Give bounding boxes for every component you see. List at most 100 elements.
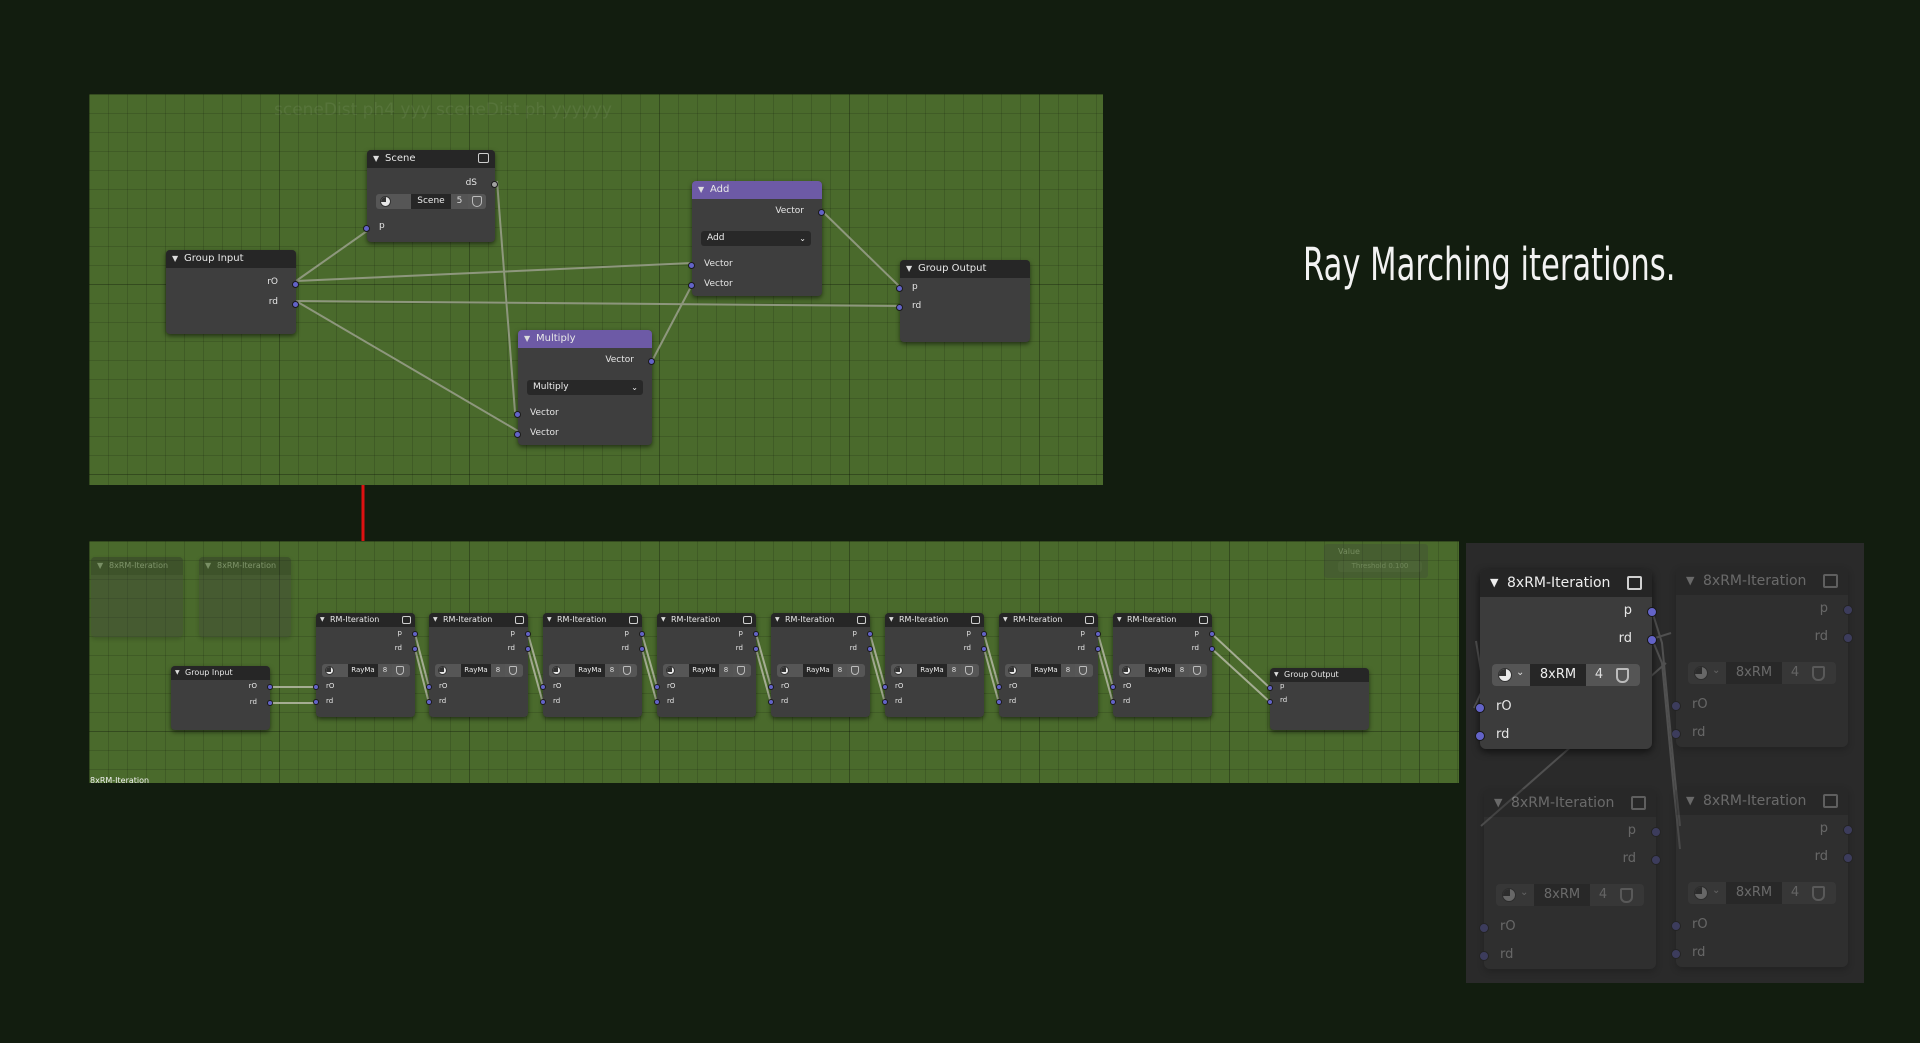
bottom-node-editor[interactable]: ▼8xRM-Iteration ▼8xRM-Iteration Value Th…	[89, 541, 1459, 783]
chain-group-input[interactable]: ▼Group Input rO rd	[171, 666, 273, 730]
output-socket[interactable]	[491, 181, 498, 188]
fake-user-icon[interactable]	[472, 196, 482, 207]
collapse-icon[interactable]: ▼	[1686, 794, 1695, 807]
datablock-name[interactable]: RayMa	[575, 664, 605, 677]
datablock-name[interactable]: RayMa	[1031, 664, 1061, 677]
input-socket[interactable]	[1671, 921, 1681, 931]
output-socket[interactable]	[639, 631, 645, 637]
datablock-name[interactable]: Scene	[411, 194, 451, 209]
input-socket[interactable]	[514, 411, 521, 418]
output-socket[interactable]	[753, 631, 759, 637]
input-socket[interactable]	[1671, 949, 1681, 959]
output-socket[interactable]	[1095, 646, 1101, 652]
output-socket[interactable]	[1209, 646, 1215, 652]
top-node-editor[interactable]: sceneDist ph4 yyy sceneDist ph yyyyyy ▼S…	[89, 94, 1103, 485]
output-socket[interactable]	[267, 700, 273, 706]
output-socket[interactable]	[1647, 635, 1657, 645]
fake-user-icon[interactable]	[1616, 668, 1629, 683]
collapse-icon[interactable]: ▼	[172, 254, 179, 263]
output-socket[interactable]	[1651, 855, 1661, 865]
output-socket[interactable]	[1843, 605, 1853, 615]
collapse-icon[interactable]: ▼	[1003, 616, 1008, 623]
input-socket[interactable]	[996, 699, 1002, 705]
fake-user-icon[interactable]	[1079, 666, 1087, 675]
output-socket[interactable]	[753, 646, 759, 652]
operation-dropdown[interactable]: Add⌄	[701, 231, 811, 246]
datablock-name[interactable]: RayMa	[803, 664, 833, 677]
datablock-selector[interactable]: Scene 5	[376, 194, 486, 209]
output-socket[interactable]	[867, 631, 873, 637]
fake-user-icon[interactable]	[965, 666, 973, 675]
input-socket[interactable]	[1110, 699, 1116, 705]
fake-user-icon[interactable]	[851, 666, 859, 675]
datablock-name[interactable]: 8xRM	[1726, 662, 1782, 684]
input-socket[interactable]	[1475, 703, 1485, 713]
input-socket[interactable]	[882, 699, 888, 705]
input-socket[interactable]	[1267, 685, 1273, 691]
input-socket[interactable]	[768, 684, 774, 690]
output-socket[interactable]	[525, 631, 531, 637]
input-socket[interactable]	[1267, 699, 1273, 705]
input-socket[interactable]	[688, 282, 695, 289]
output-socket[interactable]	[1647, 607, 1657, 617]
collapse-icon[interactable]: ▼	[698, 185, 705, 194]
datablock-name[interactable]: RayMa	[689, 664, 719, 677]
fake-user-icon[interactable]	[1193, 666, 1201, 675]
input-socket[interactable]	[1479, 951, 1489, 961]
datablock-name[interactable]: RayMa	[917, 664, 947, 677]
collapse-icon[interactable]: ▼	[1117, 616, 1122, 623]
collapse-icon[interactable]: ▼	[320, 616, 325, 623]
scene-node[interactable]: ▼Scene dS Scene 5 p	[363, 150, 498, 242]
collapse-icon[interactable]: ▼	[1494, 796, 1503, 809]
output-socket[interactable]	[648, 358, 655, 365]
input-socket[interactable]	[654, 684, 660, 690]
input-socket[interactable]	[1110, 684, 1116, 690]
input-socket[interactable]	[768, 699, 774, 705]
input-socket[interactable]	[426, 699, 432, 705]
collapse-icon[interactable]: ▼	[373, 154, 380, 163]
output-socket[interactable]	[412, 646, 418, 652]
output-socket[interactable]	[639, 646, 645, 652]
output-socket[interactable]	[981, 646, 987, 652]
collapse-icon[interactable]: ▼	[524, 334, 531, 343]
datablock-name[interactable]: RayMa	[1145, 664, 1175, 677]
input-socket[interactable]	[1475, 731, 1485, 741]
input-socket[interactable]	[882, 684, 888, 690]
datablock-name[interactable]: 8xRM	[1530, 664, 1586, 686]
group-output-node[interactable]: ▼Group Output p rd	[896, 260, 1030, 342]
collapse-icon[interactable]: ▼	[547, 616, 552, 623]
collapse-icon[interactable]: ▼	[1686, 574, 1695, 587]
fake-user-icon[interactable]	[396, 666, 404, 675]
input-socket[interactable]	[426, 684, 432, 690]
input-socket[interactable]	[1671, 701, 1681, 711]
output-socket[interactable]	[292, 281, 299, 288]
input-socket[interactable]	[540, 684, 546, 690]
chain-group-output[interactable]: ▼Group Output p rd	[1267, 668, 1369, 730]
multiply-node[interactable]: ▼Multiply Vector Multiply⌄ Vector Vector	[514, 330, 655, 445]
fake-user-icon[interactable]	[1812, 886, 1825, 901]
collapse-icon[interactable]: ▼	[1490, 576, 1499, 589]
collapse-icon[interactable]: ▼	[775, 616, 780, 623]
collapse-icon[interactable]: ▼	[661, 616, 666, 623]
input-socket[interactable]	[654, 699, 660, 705]
datablock-name[interactable]: RayMa	[348, 664, 378, 677]
collapse-icon[interactable]: ▼	[175, 669, 180, 676]
input-socket[interactable]	[363, 225, 370, 232]
output-socket[interactable]	[1843, 633, 1853, 643]
input-socket[interactable]	[313, 684, 319, 690]
